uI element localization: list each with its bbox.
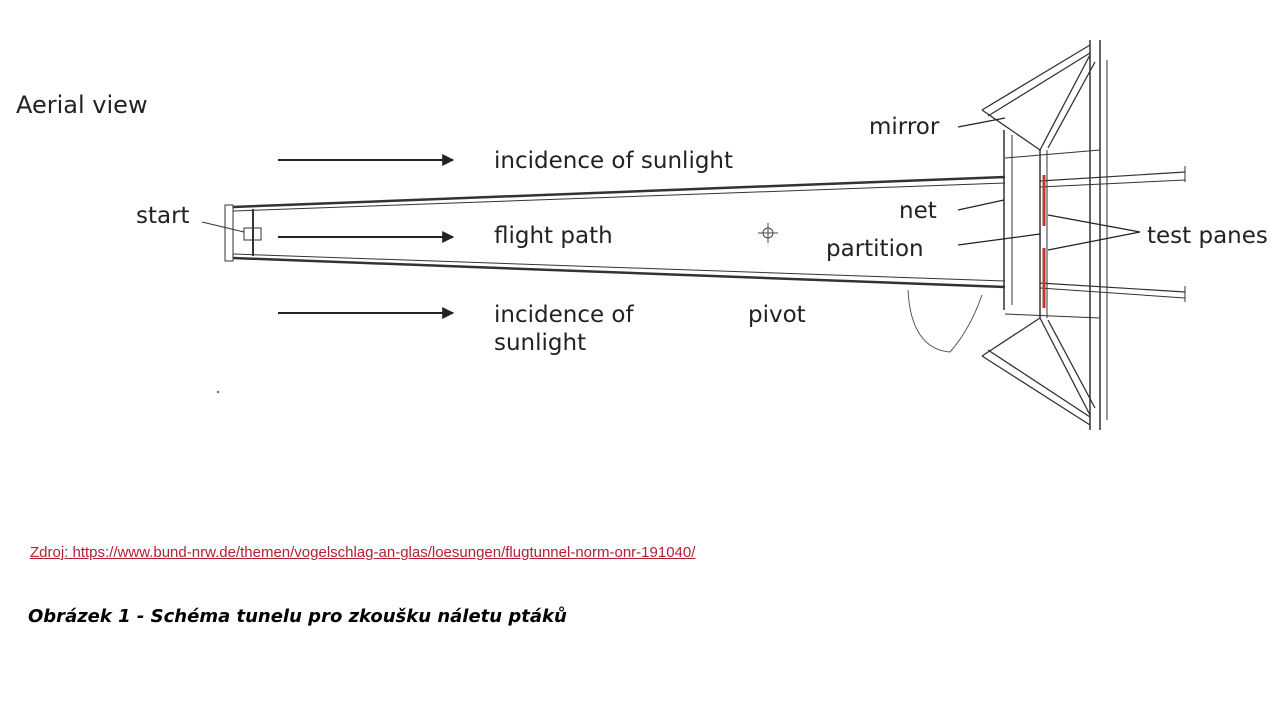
tunnel-outline [224,175,1006,289]
start-leader [201,221,245,233]
test-chamber [1003,40,1186,430]
label-incidence-of-sunlight-bottom-2: sunlight [494,330,586,356]
label-start: start [136,203,190,229]
start-box [243,227,262,241]
figure-caption: Obrázek 1 - Schéma tunelu pro zkoušku ná… [28,606,567,627]
label-flight-path: flight path [494,223,613,249]
label-partition: partition [826,236,924,262]
label-incidence-of-sunlight-top: incidence of sunlight [494,148,733,174]
door-swing-arc [907,289,983,353]
label-pivot: pivot [748,302,806,328]
diagram-title: Aerial view [16,91,148,119]
label-incidence-of-sunlight-bottom-1: incidence of [494,302,635,328]
label-test-panes: test panes [1147,223,1268,249]
mirror-wings [981,44,1096,426]
label-mirror: mirror [869,114,940,140]
pivot-marker [758,223,778,243]
source-link[interactable]: Zdroj: https://www.bund-nrw.de/themen/vo… [30,544,696,561]
annotation-leaders [957,117,1141,251]
label-net: net [899,198,937,224]
stray-dot [217,391,219,393]
